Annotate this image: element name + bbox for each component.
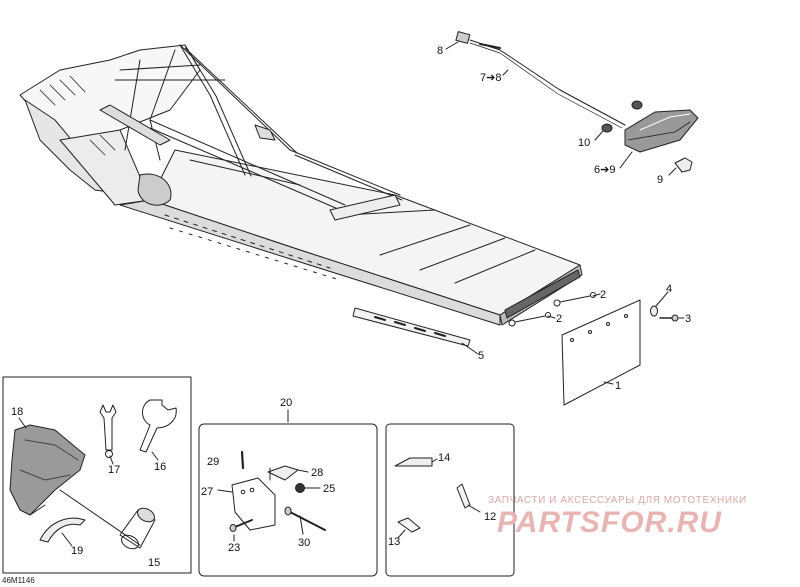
leader-12 <box>467 504 481 513</box>
watermark-tagline: ЗАПЧАСТИ И АКСЕССУАРЫ ДЛЯ МОТОТЕХНИКИ <box>488 495 747 506</box>
leader-5 <box>461 342 479 355</box>
chassis-frame-drawing <box>19 44 583 326</box>
part-14-decal-drawing <box>394 457 433 467</box>
leader-13 <box>397 529 406 539</box>
part-7-harness-drawing <box>469 39 626 129</box>
callout-9: 9 <box>657 174 663 186</box>
leader-1 <box>603 381 614 385</box>
callout-2b: 2 <box>556 313 562 325</box>
part-8-connector-drawing <box>455 31 471 44</box>
callout-29: 29 <box>207 456 219 468</box>
leader-7 <box>502 69 509 76</box>
part-5-rail-drawing <box>352 307 471 347</box>
leader-17 <box>109 455 114 465</box>
part-30-long-bolt-drawing <box>284 506 326 531</box>
part-25-nut-drawing <box>295 483 305 493</box>
leader-2b <box>547 315 556 319</box>
callout-18: 18 <box>11 406 23 418</box>
part-27-bracket-drawing <box>231 477 276 531</box>
part-28-plate-drawing <box>267 465 299 481</box>
callout-30: 30 <box>298 537 310 549</box>
callout-16: 16 <box>154 461 166 473</box>
part-1-flap-drawing <box>561 299 641 406</box>
tools-kit-box <box>2 376 192 574</box>
decals-box <box>385 423 515 577</box>
leader-16 <box>151 451 159 461</box>
callout-7: 7➔8 <box>480 72 501 84</box>
leader-10 <box>594 130 604 141</box>
callout-25: 25 <box>323 483 335 495</box>
part-3-screw-drawing <box>659 314 679 322</box>
callout-19: 19 <box>71 545 83 557</box>
callout-20: 20 <box>280 397 292 409</box>
leader-6 <box>619 151 633 169</box>
leader-4 <box>655 291 669 307</box>
part-17-wrench-drawing <box>99 404 117 458</box>
part-2-clips-drawing <box>508 292 596 327</box>
callout-1: 1 <box>615 380 621 392</box>
part-9-bulb-drawing <box>674 157 693 173</box>
callout-13: 13 <box>388 536 400 548</box>
leader-27 <box>217 489 233 493</box>
callout-27: 27 <box>201 486 213 498</box>
leader-30 <box>299 515 304 535</box>
drawing-code: 46M1146 <box>2 576 35 585</box>
leader-14 <box>431 458 438 463</box>
part-4-washer-drawing <box>650 305 658 317</box>
callout-15: 15 <box>148 557 160 569</box>
callout-10: 10 <box>578 137 590 149</box>
callout-2a: 2 <box>600 289 606 301</box>
bracket-kit-box <box>198 423 378 577</box>
leader-2a <box>592 293 601 297</box>
leader-28 <box>297 469 309 473</box>
callout-6: 6➔9 <box>594 164 615 176</box>
callout-12: 12 <box>484 511 496 523</box>
part-16-spanner-drawing <box>139 399 177 453</box>
part-29-pin-drawing <box>240 450 245 470</box>
leader-18 <box>18 417 27 429</box>
callout-14: 14 <box>438 452 450 464</box>
part-18-tool-bag-drawing <box>9 424 86 516</box>
part-23-bolt-drawing <box>229 519 253 532</box>
part-10-grommets-drawing <box>601 100 643 133</box>
leader-9 <box>668 167 677 176</box>
part-12-reflector-drawing <box>456 483 471 509</box>
callout-17: 17 <box>108 464 120 476</box>
callout-8: 8 <box>437 45 443 57</box>
callout-5: 5 <box>478 350 484 362</box>
leader-8 <box>445 41 459 50</box>
callout-23: 23 <box>228 542 240 554</box>
part-19-strap-drawing <box>39 517 86 543</box>
callout-28: 28 <box>311 467 323 479</box>
callout-3: 3 <box>685 313 691 325</box>
callout-4: 4 <box>666 283 672 295</box>
part-15-spare-belt-drawing <box>119 507 156 550</box>
callout-labels: 1 2 2 3 4 5 6➔9 7➔8 8 9 10 12 13 14 15 1… <box>11 45 691 569</box>
watermark-logo: PARTSFOR.RU <box>497 506 722 539</box>
part-6-taillight-drawing <box>624 109 699 153</box>
part-13-tag-drawing <box>397 517 421 533</box>
leader-19 <box>61 532 73 547</box>
leader-15 <box>59 489 141 546</box>
